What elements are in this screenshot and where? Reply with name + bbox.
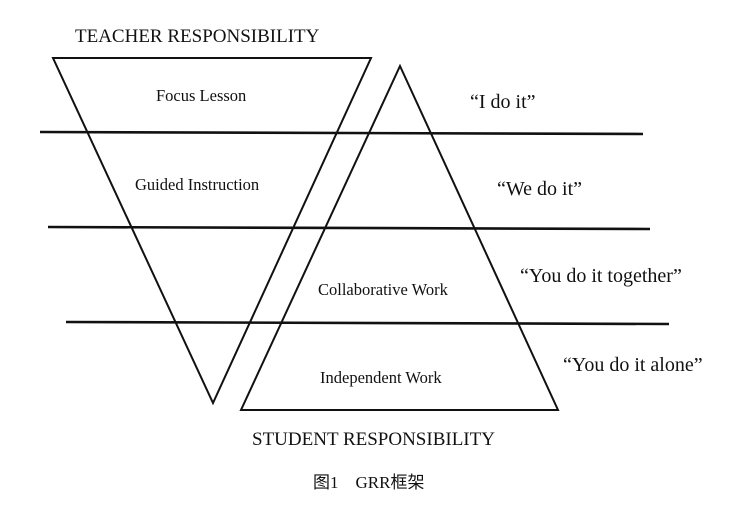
- quote-i-do-it: “I do it”: [470, 91, 536, 113]
- quote-you-do-it-together: “You do it together”: [520, 265, 682, 287]
- stage-label-focus-lesson: Focus Lesson: [156, 86, 246, 105]
- stage-label-guided-instruction: Guided Instruction: [135, 175, 259, 194]
- figure-caption: 图1 GRR框架: [313, 473, 424, 492]
- stage-label-independent-work: Independent Work: [320, 368, 442, 387]
- quote-you-do-it-alone: “You do it alone”: [563, 354, 703, 376]
- stage-label-collaborative-work: Collaborative Work: [318, 280, 449, 299]
- student-responsibility-heading: STUDENT RESPONSIBILITY: [252, 429, 495, 450]
- divider-line-3: [65, 320, 670, 326]
- divider-line-2: [47, 225, 651, 231]
- divider-line-1: [39, 130, 644, 136]
- quote-we-do-it: “We do it”: [497, 178, 582, 200]
- student-responsibility-triangle: [239, 63, 560, 411]
- teacher-responsibility-heading: TEACHER RESPONSIBILITY: [75, 26, 320, 47]
- teacher-responsibility-triangle: [51, 57, 373, 406]
